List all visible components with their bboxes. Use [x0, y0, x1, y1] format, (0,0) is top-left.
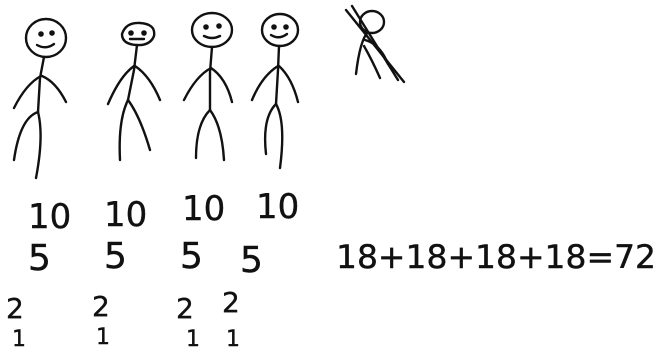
label-2-1: 2 — [6, 292, 24, 325]
equation-text: 18+18+18+18=72 — [336, 238, 656, 276]
label-1-2: 1 — [96, 325, 110, 349]
label-2-2: 2 — [92, 290, 110, 323]
label-5-3: 5 — [180, 236, 203, 277]
label-10-4: 10 — [256, 187, 299, 227]
label-10-3: 10 — [182, 189, 225, 229]
label-10-1: 10 — [28, 197, 71, 237]
stick-figure-3 — [184, 13, 232, 160]
stick-figure-2 — [108, 23, 160, 160]
label-1-3: 1 — [186, 327, 200, 349]
label-2-3: 2 — [176, 292, 194, 325]
stick-figure-1 — [14, 19, 66, 178]
label-10-2: 10 — [104, 195, 147, 235]
label-5-1: 5 — [28, 238, 51, 279]
label-1-4: 1 — [226, 327, 240, 349]
stick-figure-4 — [252, 14, 298, 168]
label-1-1: 1 — [12, 327, 26, 349]
label-5-2: 5 — [104, 236, 127, 277]
label-2-4: 2 — [222, 286, 240, 319]
label-5-4: 5 — [240, 240, 263, 281]
crossed-out-figure — [346, 6, 404, 82]
